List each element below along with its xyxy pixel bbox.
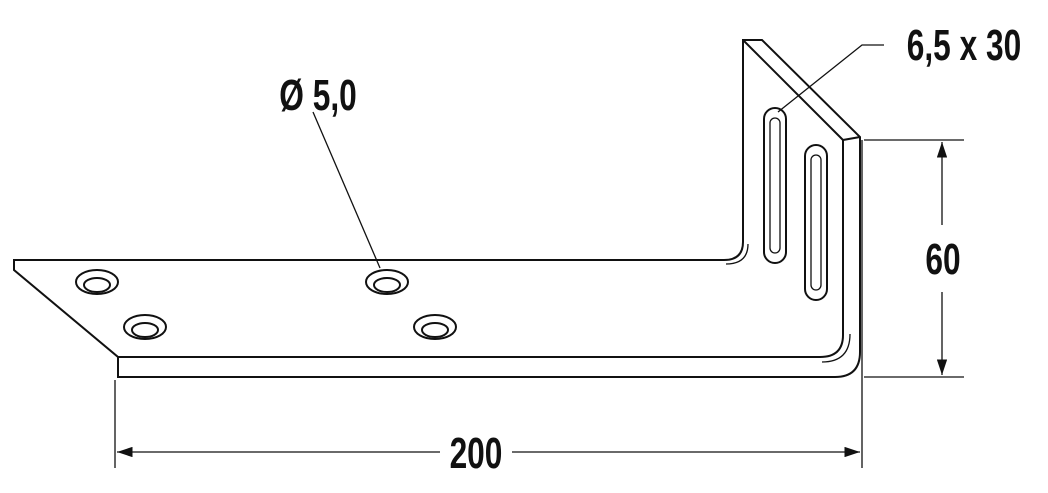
slot (804, 144, 828, 301)
slot (763, 107, 787, 264)
height-dimension-label: 60 (925, 235, 960, 284)
hole-leader-line (312, 111, 381, 269)
mounting-holes (75, 269, 457, 340)
hole-diameter-label: Ø 5,0 (279, 71, 356, 120)
hole (365, 269, 409, 295)
length-dimension-label: 200 (450, 429, 503, 478)
slot-size-label: 6,5 x 30 (907, 21, 1021, 70)
hole (123, 314, 167, 340)
slots (763, 107, 828, 301)
hole (413, 314, 457, 340)
dimension-lines (114, 44, 964, 468)
bracket-outline (13, 39, 861, 378)
hole (75, 269, 119, 295)
slot-leader-line (777, 44, 884, 113)
